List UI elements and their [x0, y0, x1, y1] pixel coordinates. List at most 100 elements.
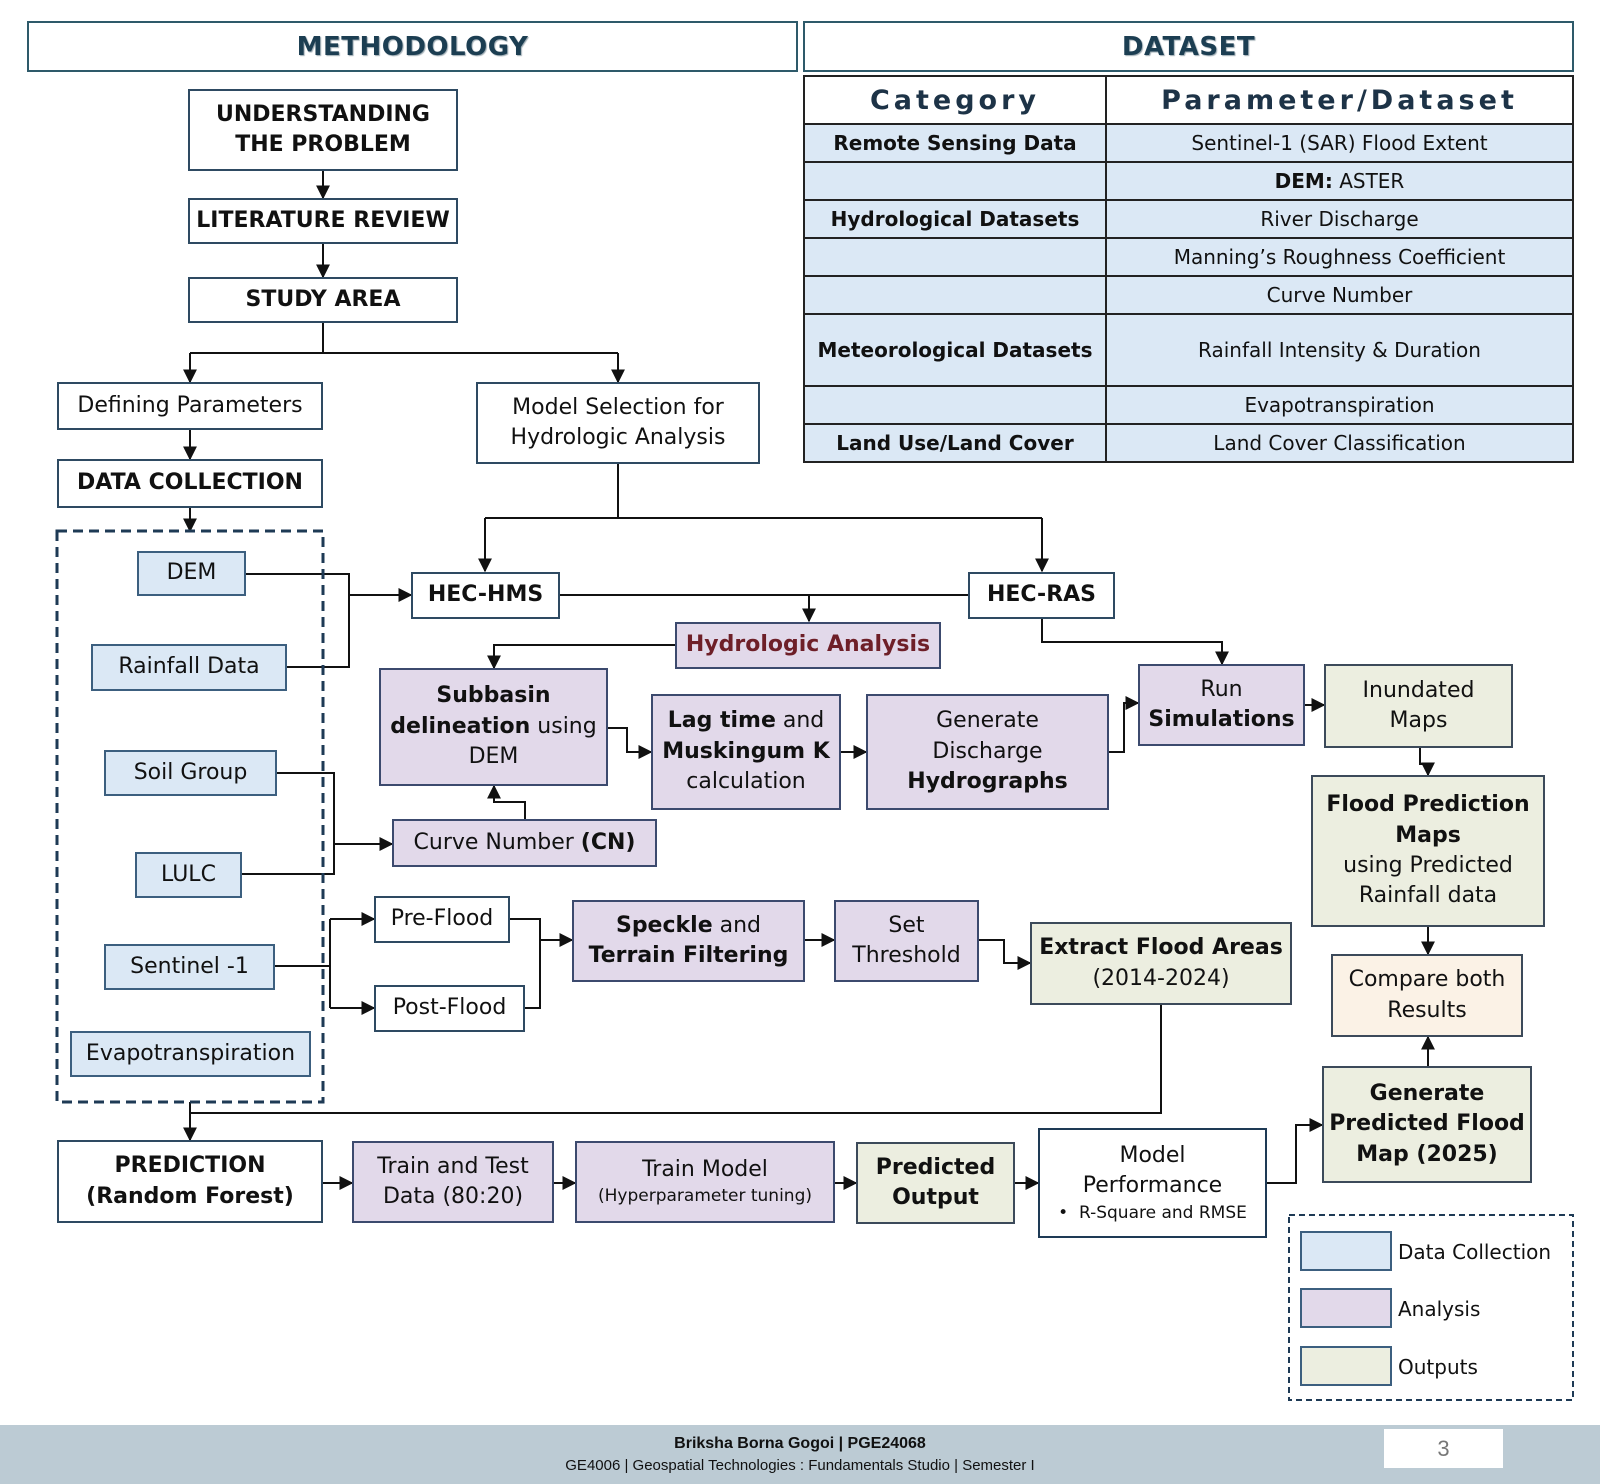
run-simulations-box: Run Simulations	[1138, 664, 1305, 746]
subbasin-box: Subbasin delineation using DEM	[379, 668, 608, 786]
line-extract-prediction	[190, 1005, 1162, 1114]
speckle-line-2: Terrain Filtering	[588, 943, 789, 968]
inundated-line-1: Inundated	[1362, 677, 1475, 703]
hec-ras-box: HEC-RAS	[968, 572, 1115, 619]
arrow-curve-subbasin	[487, 784, 526, 819]
understanding-line-2: THE PROBLEM	[235, 132, 411, 157]
arrow-discharge-run	[1109, 696, 1140, 753]
speckle-line-1: Speckle and	[616, 911, 761, 941]
generate-map-line-3: Map (2025)	[1356, 1141, 1498, 1167]
parameter-text: Evapotranspiration	[1244, 393, 1435, 417]
model-perf-line-3: • R-Square and RMSE	[1058, 1202, 1247, 1225]
lag-line-2: Muskingum K	[662, 738, 830, 764]
lag-line-3: calculation	[686, 769, 806, 795]
category-cell: Hydrological Datasets	[803, 199, 1107, 239]
line-flood-join	[510, 918, 541, 1009]
lag-line-1-text: and	[775, 708, 825, 734]
train-model-line-1: Train Model	[642, 1157, 768, 1183]
generate-map-line-2: Predicted Flood	[1329, 1111, 1525, 1137]
literature-review-box: LITERATURE REVIEW	[188, 198, 458, 244]
legend-label-analysis: Analysis	[1398, 1297, 1481, 1321]
hydrologic-analysis-label: Hydrologic Analysis	[685, 632, 931, 658]
speckle-line-1-text: and	[712, 912, 762, 938]
inundated-line-2: Maps	[1389, 708, 1448, 733]
predicted-output-box: Predicted Output	[856, 1142, 1015, 1224]
parameter-text: Curve Number	[1266, 283, 1413, 307]
methodology-header: METHODOLOGY	[27, 21, 798, 72]
evapotranspiration-box: Evapotranspiration	[70, 1031, 311, 1077]
set-threshold-box: Set Threshold	[834, 900, 979, 982]
run-line-1: Run	[1200, 676, 1243, 702]
methodology-title: METHODOLOGY	[296, 31, 529, 62]
post-flood-label: Post-Flood	[392, 995, 507, 1021]
legend-label-data-collection: Data Collection	[1398, 1240, 1552, 1264]
legend-swatch-analysis	[1300, 1288, 1392, 1328]
model-selection-line-2: Hydrologic Analysis	[510, 425, 726, 450]
category-cell	[803, 237, 1107, 277]
compare-line-2: Results	[1387, 997, 1467, 1023]
table-header-row: Category Parameter/Dataset	[803, 75, 1574, 125]
sentinel-box: Sentinel -1	[104, 944, 275, 990]
category-cell	[803, 275, 1107, 315]
subbasin-line-3: DEM	[468, 744, 519, 770]
lulc-label: LULC	[161, 861, 216, 887]
footer-author: Briksha Borna Gogoi | PGE24068	[674, 1435, 926, 1452]
category-cell: Remote Sensing Data	[803, 123, 1107, 163]
parameter-text: Rainfall Intensity & Duration	[1198, 338, 1481, 362]
parameter-text: Sentinel-1 (SAR) Flood Extent	[1191, 131, 1488, 155]
compare-line-1: Compare both	[1348, 967, 1506, 993]
pre-flood-box: Pre-Flood	[374, 896, 510, 943]
parameter-cell: Curve Number	[1105, 275, 1574, 315]
defining-parameters-box: Defining Parameters	[57, 382, 323, 430]
category-cell	[803, 161, 1107, 201]
hec-hms-box: HEC-HMS	[411, 572, 560, 619]
evapotranspiration-label: Evapotranspiration	[85, 1040, 296, 1066]
train-model-box: Train Model (Hyperparameter tuning)	[575, 1141, 835, 1223]
parameter-cell: Manning’s Roughness Coefficient	[1105, 237, 1574, 277]
soil-group-box: Soil Group	[104, 750, 277, 796]
flood-prediction-maps-box: Flood Prediction Maps using Predicted Ra…	[1311, 775, 1545, 927]
legend-dashed-border	[1288, 1214, 1574, 1401]
curve-number-label: Curve Number (CN)	[414, 828, 636, 858]
hec-hms-label: HEC-HMS	[427, 582, 544, 608]
subbasin-line-1: Subbasin	[436, 683, 551, 709]
defining-parameters-label: Defining Parameters	[77, 392, 303, 418]
subbasin-line-2-text: using	[530, 713, 597, 739]
pre-flood-label: Pre-Flood	[390, 906, 494, 932]
extract-line-2: (2014-2024)	[1092, 965, 1230, 991]
train-model-line-2: (Hyperparameter tuning)	[597, 1186, 812, 1207]
model-perf-metrics: R-Square and RMSE	[1078, 1202, 1247, 1223]
extract-flood-areas-box: Extract Flood Areas (2014-2024)	[1030, 922, 1292, 1005]
soil-group-label: Soil Group	[133, 759, 248, 785]
arrow-subbasin-lag	[608, 727, 653, 759]
line-model-split	[485, 464, 1042, 519]
lag-line-1: Lag time and	[668, 706, 825, 736]
curve-number-text: Curve Number	[413, 829, 581, 855]
speckle-filtering-box: Speckle and Terrain Filtering	[572, 900, 805, 982]
subbasin-line-2: delineation using	[390, 712, 596, 742]
model-selection-line-1: Model Selection for	[512, 394, 724, 420]
bullet-icon: •	[1058, 1202, 1069, 1223]
dataset-title: DATASET	[1121, 31, 1256, 62]
generate-predicted-map-box: Generate Predicted Flood Map (2025)	[1322, 1066, 1532, 1183]
page-number: 3	[1384, 1429, 1503, 1468]
prediction-line-2: (Random Forest)	[86, 1183, 294, 1209]
compare-results-box: Compare both Results	[1331, 954, 1523, 1037]
threshold-line-2: Threshold	[852, 943, 961, 968]
curve-number-bold: (CN)	[580, 829, 636, 855]
column-header-category: Category	[803, 75, 1107, 125]
extract-line-1: Extract Flood Areas	[1039, 935, 1283, 961]
arrow-threshold-extract	[979, 939, 1032, 970]
line-sentinel-split	[275, 919, 331, 1008]
line-study-split	[190, 323, 618, 354]
discharge-line-2: Discharge	[932, 738, 1043, 764]
discharge-line-1: Generate	[936, 708, 1039, 734]
category-cell: Meteorological Datasets	[803, 313, 1107, 387]
run-line-2: Simulations	[1148, 707, 1295, 732]
category-cell	[803, 385, 1107, 425]
flood-pred-line-2: Maps	[1395, 822, 1461, 848]
parameter-cell: Land Cover Classification	[1105, 423, 1574, 463]
data-collection-label: DATA COLLECTION	[77, 470, 303, 496]
table-row: DEM: ASTER	[803, 161, 1574, 201]
discharge-box: Generate Discharge Hydrographs	[866, 694, 1109, 810]
